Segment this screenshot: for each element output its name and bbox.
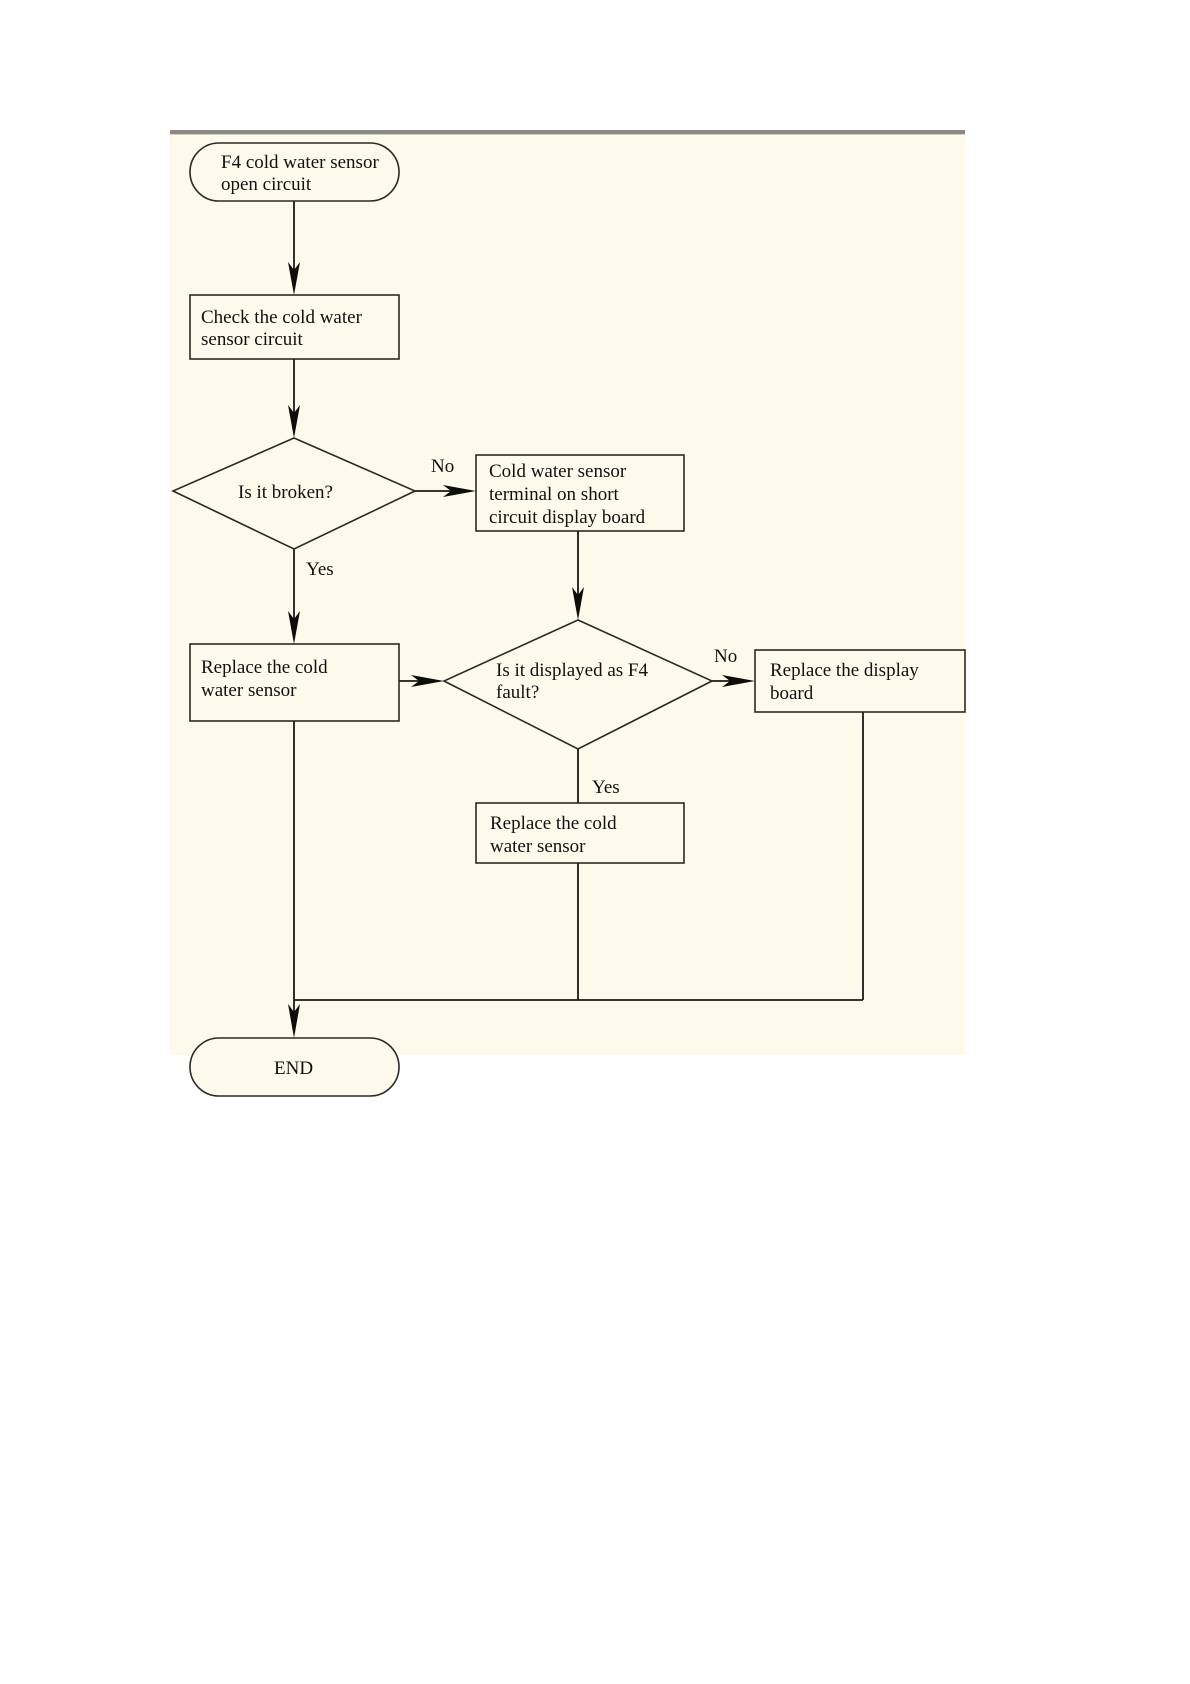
node-shortboard-line1: Cold water sensor xyxy=(489,461,627,482)
node-replace-cold-water-sensor-left[interactable]: Replace the cold water sensor xyxy=(189,643,400,722)
edge-start-to-check xyxy=(288,201,300,295)
node-replace-display-board[interactable]: Replace the display board xyxy=(754,649,966,713)
node-end[interactable]: END xyxy=(189,1037,400,1097)
node-check-line2: sensor circuit xyxy=(201,329,304,350)
edge-check-to-broken xyxy=(288,359,300,438)
edge-shortboard-to-displayedf4 xyxy=(572,531,584,620)
node-check-circuit[interactable]: Check the cold water sensor circuit xyxy=(189,294,400,360)
edge-label-f4-yes: Yes xyxy=(592,777,620,798)
flowchart-panel xyxy=(170,130,965,1055)
node-replace2-line1: Replace the cold xyxy=(490,813,617,834)
edge-replace1-to-end xyxy=(288,721,300,1038)
node-replace1-line2: water sensor xyxy=(201,680,297,701)
node-check-line1: Check the cold water xyxy=(201,307,363,328)
node-shortboard-line2: terminal on short xyxy=(489,484,620,505)
node-replace-cold-water-sensor-bottom[interactable]: Replace the cold water sensor xyxy=(475,802,685,864)
edge-f4-no-to-replaceboard xyxy=(712,675,755,687)
node-f4-line1: Is it displayed as F4 xyxy=(496,660,648,681)
node-replaceboard-line1: Replace the display xyxy=(770,660,919,681)
node-replaceboard-line2: board xyxy=(770,683,814,704)
node-decision-is-broken[interactable]: Is it broken? xyxy=(171,437,417,550)
node-replace1-line1: Replace the cold xyxy=(201,657,328,678)
node-start[interactable]: F4 cold water sensor open circuit xyxy=(189,142,400,202)
header-rule xyxy=(170,130,965,135)
node-f4-line2: fault? xyxy=(496,682,539,703)
node-replace2-line2: water sensor xyxy=(490,836,586,857)
edge-replace1-to-displayedf4 xyxy=(399,675,444,687)
node-shortboard-line3: circuit display board xyxy=(489,507,646,528)
node-start-line1: F4 cold water sensor xyxy=(221,152,379,173)
edge-broken-yes-to-replace1 xyxy=(288,549,300,644)
node-start-line2: open circuit xyxy=(221,174,312,195)
edge-broken-no-to-shortboard xyxy=(415,485,476,497)
edge-label-broken-no: No xyxy=(431,456,454,477)
node-short-circuit-display-board[interactable]: Cold water sensor terminal on short circ… xyxy=(475,454,685,532)
edge-label-broken-yes: Yes xyxy=(306,559,334,580)
node-broken-label: Is it broken? xyxy=(238,482,333,503)
node-end-label: END xyxy=(274,1058,313,1079)
node-decision-displayed-as-f4[interactable]: Is it displayed as F4 fault? xyxy=(442,619,714,750)
edge-label-f4-no: No xyxy=(714,646,737,667)
